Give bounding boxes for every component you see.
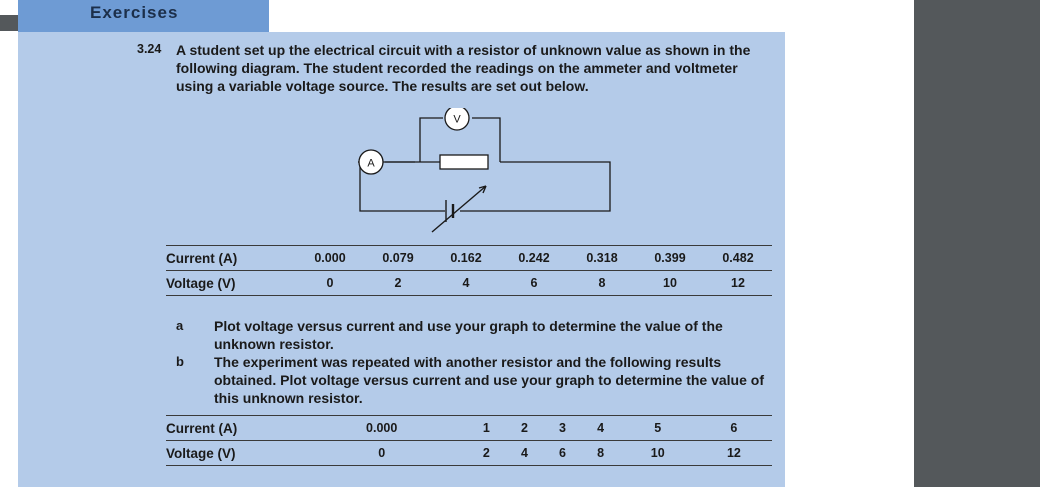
table-cell: 0: [296, 440, 468, 466]
row-label: Current (A): [166, 245, 296, 271]
part-b: b The experiment was repeated with anoth…: [176, 353, 776, 407]
table-cell: 2: [505, 415, 544, 441]
circuit-diagram: A V: [358, 108, 611, 233]
table-cell: 2: [467, 440, 506, 466]
part-text: The experiment was repeated with another…: [214, 354, 764, 406]
table-cell: 10: [636, 270, 704, 296]
part-a: a Plot voltage versus current and use yo…: [176, 317, 776, 353]
left-edge-marker: [0, 15, 18, 31]
table-cell: 12: [704, 270, 772, 296]
table-row: Current (A) 0.000 0.079 0.162 0.242 0.31…: [166, 245, 772, 271]
results-table-2: Current (A) 0.000 1 2 3 4 5 6 Voltage (V…: [166, 415, 772, 466]
question-text: A student set up the electrical circuit …: [176, 42, 751, 94]
table-cell: 0.079: [364, 245, 432, 271]
row-label: Current (A): [166, 415, 296, 441]
results-table-1: Current (A) 0.000 0.079 0.162 0.242 0.31…: [166, 245, 772, 296]
part-letter: b: [176, 354, 184, 369]
voltmeter-icon: [444, 108, 470, 131]
table-cell: 4: [505, 440, 544, 466]
resistor-icon: [439, 154, 489, 170]
part-letter: a: [176, 318, 184, 333]
table-cell: 8: [581, 440, 620, 466]
table-cell: 1: [467, 415, 506, 441]
table-cell: 8: [568, 270, 636, 296]
table-cell: 0.399: [636, 245, 704, 271]
table-cell: 0.162: [432, 245, 500, 271]
table-row: Voltage (V) 0 2 4 6 8 10 12: [166, 270, 772, 296]
table-cell: 12: [695, 440, 772, 466]
table-cell: 6: [500, 270, 568, 296]
table-cell: 0.482: [704, 245, 772, 271]
variable-cell-icon: [431, 185, 487, 233]
table-cell: 6: [695, 415, 772, 441]
header-tab: [18, 0, 269, 32]
part-text: Plot voltage versus current and use your…: [214, 318, 723, 352]
table-cell: 2: [364, 270, 432, 296]
table-cell: 3: [543, 415, 582, 441]
ammeter-label: A: [367, 158, 375, 170]
table-cell: 4: [432, 270, 500, 296]
table-cell: 5: [619, 415, 696, 441]
voltmeter-label: V: [453, 114, 461, 126]
table-cell: 10: [619, 440, 696, 466]
table-cell: 0.000: [296, 245, 364, 271]
header-title: Exercises: [90, 3, 179, 22]
table-row: Voltage (V) 0 2 4 6 8 10 12: [166, 440, 772, 466]
row-label: Voltage (V): [166, 440, 296, 466]
table-cell: 0.000: [296, 415, 468, 441]
ammeter-icon: [358, 149, 384, 175]
table-cell: 0.242: [500, 245, 568, 271]
question-number: 3.24: [137, 42, 162, 56]
table-cell: 4: [581, 415, 620, 441]
row-label: Voltage (V): [166, 270, 296, 296]
circuit-wire-voltmeter: [419, 117, 501, 162]
right-side-panel: [914, 0, 1040, 487]
table-cell: 0.318: [568, 245, 636, 271]
table-cell: 0: [296, 270, 364, 296]
table-row: Current (A) 0.000 1 2 3 4 5 6: [166, 415, 772, 441]
table-cell: 6: [543, 440, 582, 466]
